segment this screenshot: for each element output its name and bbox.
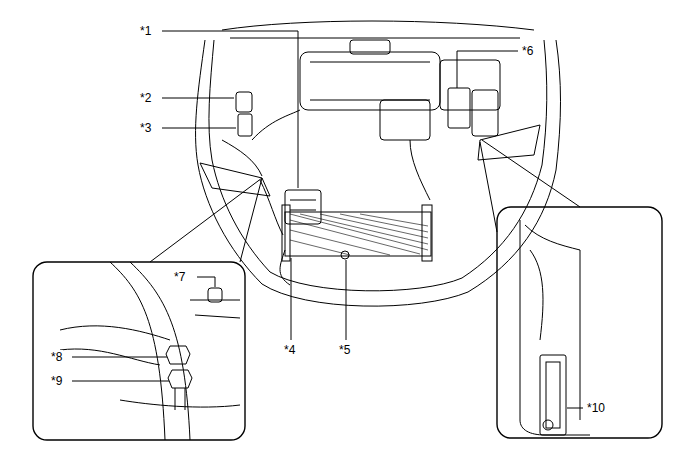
illustration-line [166,346,190,364]
illustration-line [422,205,432,261]
illustration-line [260,180,283,235]
illustration-line [190,300,240,318]
illustration-line [291,258,292,340]
illustration-line [33,262,245,440]
callout-number: *4 [283,343,296,357]
illustration-line [472,90,498,136]
illustration-line [448,88,470,128]
illustration-line [546,362,560,428]
illustration-line [290,200,316,210]
illustration-line [209,40,547,291]
illustration-line [236,92,252,112]
illustration-line [300,52,440,110]
illustration-line [346,260,347,340]
illustration-line [285,212,431,256]
illustration-line [290,214,428,255]
illustration-line [230,38,520,39]
illustration-line [525,225,580,420]
illustration-line [196,40,561,306]
illustration-line [130,262,190,440]
illustration-line [410,140,430,200]
illustration-line [282,205,290,261]
callout-number: *10 [586,401,606,415]
illustration-line [60,326,170,340]
illustration-line [222,21,534,30]
illustration-line [530,250,543,340]
callout-number: *6 [521,44,534,58]
callout-number: *3 [139,121,152,135]
illustration-line [72,381,169,382]
illustration-line [350,40,390,54]
illustration-line [252,110,300,140]
callout-number: *5 [338,343,351,357]
illustration-line [168,370,192,388]
callout-number: *7 [173,270,186,284]
illustration-line [480,140,580,232]
illustration-line [162,31,298,188]
illustration-line [540,355,566,435]
illustration-line [520,220,590,435]
callout-number: *1 [139,24,152,38]
illustration-line [162,128,236,129]
illustration-line [208,288,222,302]
illustration-line [222,140,262,176]
illustration-line [162,98,234,99]
line-group [33,21,662,440]
illustration-line [150,178,262,262]
illustration-line [457,51,518,88]
callout-number: *2 [139,91,152,105]
illustration-line [380,100,430,140]
callout-number: *8 [50,350,63,364]
illustration-line [478,125,540,160]
illustration-line [310,62,430,100]
callout-number: *9 [50,374,63,388]
illustration-line [341,251,349,259]
illustration-line [197,277,215,287]
illustration-line [497,207,662,438]
illustration-line [120,400,240,407]
illustration-line [543,420,553,430]
illustration-line [72,357,167,358]
illustration-line [110,262,165,440]
illustration-line [238,114,252,136]
illustration-line [567,408,583,409]
